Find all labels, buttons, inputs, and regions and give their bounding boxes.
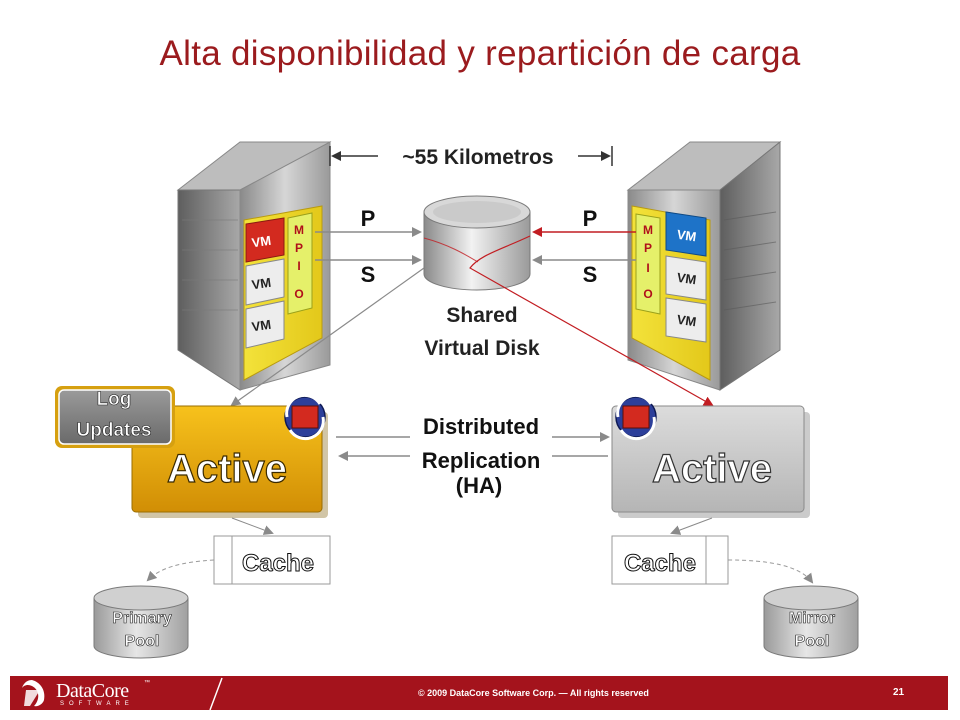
logo-subtitle: SOFTWARE [60,701,134,707]
log-updates-line2: Updates [77,420,152,441]
primary-pool-line1: Primary [112,610,172,627]
shared-disk-line2: Virtual Disk [424,337,539,360]
left-vm-1 [245,217,285,263]
right-vm-1 [665,211,707,257]
right-path-s: S [583,262,598,287]
right-cache: Cache [611,535,729,585]
left-mpio-m: M [294,223,304,237]
log-updates-line1: Log [97,389,132,410]
right-path-p: P [583,206,598,231]
left-active-label: Active [167,447,287,491]
left-server: VM VM VM M P I O [176,141,332,391]
page-number: 21 [893,687,905,698]
logo-wordmark: DataCore [56,680,129,702]
right-vm-2 [665,255,707,301]
right-mpio-o: O [643,287,652,301]
page-title: Alta disponibilidad y repartición de car… [159,34,801,73]
left-cache: Cache [213,535,331,585]
right-vm-1-label: VM [676,227,697,245]
primary-pool-line2: Pool [125,633,160,650]
replication-line1: Distributed [423,414,539,439]
footer-copyright: © 2009 DataCore Software Corp. — All rig… [418,688,649,698]
primary-pool: Primary Pool [93,585,189,659]
disk-to-right-node-path [469,235,714,406]
left-node-to-disk-path [423,237,479,263]
right-mpio-p: P [644,241,652,255]
left-path-s: S [361,262,376,287]
footer-bar [10,676,948,710]
replication-line3: (HA) [456,473,502,498]
right-mpio-m: M [643,223,653,237]
left-mpio-p: P [295,241,303,255]
logo-trademark: ™ [144,680,150,686]
right-vm-3-label: VM [676,312,697,330]
left-cache-label: Cache [242,550,314,577]
left-active-node: Active [131,405,328,518]
right-sync-icon [615,393,657,441]
replication-line2: Replication [422,448,541,473]
right-active-label: Active [652,447,772,491]
left-mpio-o: O [294,287,303,301]
left-mpio-panel [287,212,313,315]
right-mpio-i: I [646,261,649,275]
mirror-pool-line2: Pool [795,633,830,650]
left-vm-3 [245,300,285,349]
right-vm-3 [665,297,707,343]
replication-link: Distributed Replication (HA) [336,414,610,498]
left-sync-icon [284,393,326,441]
disk-to-left-node-path [230,267,425,407]
right-server: M P I O VM VM VM [626,140,782,391]
mirror-pool-line1: Mirror [789,610,835,627]
left-vm-2-label: VM [251,275,272,293]
right-vm-2-label: VM [676,270,697,288]
datacore-logo-icon [22,677,223,710]
shared-disk-line1: Shared [446,304,517,327]
right-mpio-panel [635,213,661,315]
left-vm-1-label: VM [251,233,272,251]
log-updates-badge: Log Updates [55,386,175,448]
mirror-pool: Mirror Pool [763,585,859,659]
left-vm-3-label: VM [251,317,272,335]
right-cache-label: Cache [624,550,696,577]
shared-virtual-disk: Shared Virtual Disk [423,195,540,360]
left-vm-2 [245,258,285,306]
distance-indicator: ~55 Kilometros [329,146,613,169]
right-active-node: Active [611,405,810,518]
path-arrows: P S P S [315,206,636,287]
left-path-p: P [361,206,376,231]
left-mpio-i: I [297,259,300,273]
distance-label: ~55 Kilometros [402,146,553,169]
